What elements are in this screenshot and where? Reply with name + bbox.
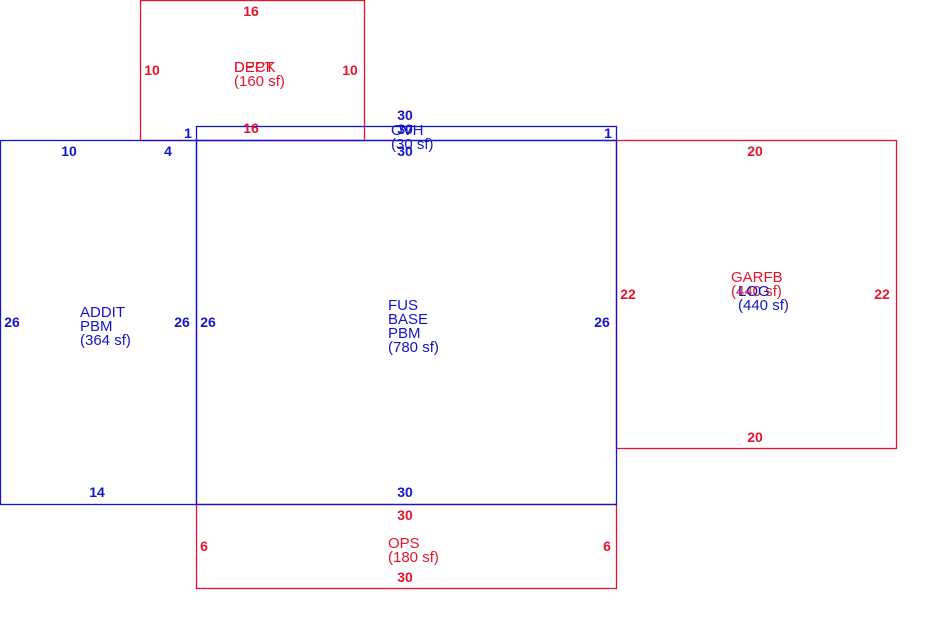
garfb-label: GARFB xyxy=(731,269,783,286)
garfb-dim-right: 22 xyxy=(874,286,890,302)
ovh-dim-top-inner: 30 xyxy=(397,121,413,137)
deck-dim-top: 16 xyxy=(243,3,259,19)
deck-area: (160 sf) xyxy=(234,73,285,90)
fus-dim-right: 26 xyxy=(594,314,610,330)
garfb-dim-bottom: 20 xyxy=(747,429,763,445)
ops-dim-left: 6 xyxy=(200,538,208,554)
addit-dim-left: 26 xyxy=(4,314,20,330)
addit-label: ADDIT xyxy=(80,304,125,321)
ovh-dim-right: 1 xyxy=(604,125,612,141)
ops-area: (180 sf) xyxy=(388,549,439,566)
addit-dim-top-a: 10 xyxy=(61,143,77,159)
fus-dim-left: 26 xyxy=(200,314,216,330)
ovh-dim-bottom: 30 xyxy=(397,143,413,159)
deck-dim-left: 10 xyxy=(144,62,160,78)
deck-dim-right: 10 xyxy=(342,62,358,78)
ops-dim-right: 6 xyxy=(603,538,611,554)
garfb-dim-left: 22 xyxy=(620,286,636,302)
ovh-dim-top: 30 xyxy=(397,107,413,123)
ops-dim-bottom: 30 xyxy=(397,569,413,585)
garfb-dim-top: 20 xyxy=(747,143,763,159)
ovh-outline xyxy=(195,125,618,142)
deck-label: DECK xyxy=(234,59,276,76)
addit-label-2: PBM xyxy=(80,318,113,335)
addit-dim-right: 26 xyxy=(174,314,190,330)
fus-area: (780 sf) xyxy=(388,339,439,356)
addit-dim-bottom: 14 xyxy=(89,484,105,500)
fus-label: FUS xyxy=(388,297,418,314)
addit-dim-top-b: 4 xyxy=(164,143,172,159)
ovh-label: OVH xyxy=(391,122,424,139)
ovh-dim-left: 1 xyxy=(184,125,192,141)
garfb-area: (440 sf) xyxy=(731,283,782,300)
deck-label-overlap: DPPT xyxy=(234,59,274,76)
fus-label-2: BASE xyxy=(388,311,428,328)
log-label-overlap: LOG xyxy=(738,283,770,300)
deck-dim-bottom: 16 xyxy=(243,120,259,136)
fus-label-3: PBM xyxy=(388,325,421,342)
addit-area: (364 sf) xyxy=(80,332,131,349)
fus-dim-bottom: 30 xyxy=(397,484,413,500)
ops-label: OPS xyxy=(388,535,420,552)
ops-dim-top: 30 xyxy=(397,507,413,523)
log-area: (440 sf) xyxy=(738,297,789,314)
ovh-area: (30 sf) xyxy=(391,136,434,153)
